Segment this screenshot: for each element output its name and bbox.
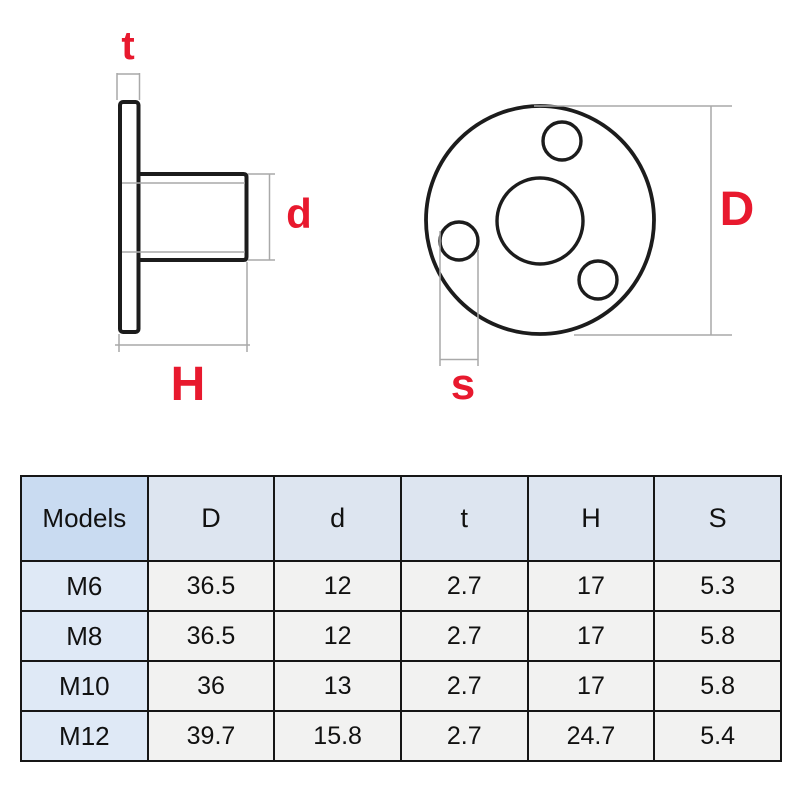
bolt-hole-left [438,220,480,262]
model-cell: M8 [20,610,149,662]
value-cell: 5.8 [653,610,782,662]
technical-drawing: t d H D s [115,24,755,411]
thread-lines [122,182,245,253]
dim-label-d: d [286,190,312,237]
center-bore-circle [495,176,585,266]
value-cell: 17 [526,660,656,712]
dim-label-t: t [121,24,135,68]
bolt-hole-bottom-right [577,259,619,301]
flange-nut-drawing [115,73,732,366]
value-cell: 12 [273,610,402,662]
header-H: H [526,475,656,562]
flange-outer-circle [424,104,656,336]
value-cell: 17 [526,560,656,612]
header-row: Models D d t H S [20,475,782,562]
value-cell: 2.7 [399,560,529,612]
spec-table-body: M6 36.5 12 2.7 17 5.3 M8 36.5 12 2.7 17 … [20,560,782,762]
flange-plate [118,100,141,334]
value-cell: 12 [273,560,402,612]
bolt-hole-top [541,120,583,162]
value-cell: 15.8 [273,710,402,762]
d-dimension-lines [248,173,275,261]
value-cell: 13 [273,660,402,712]
value-cell: 17 [526,610,656,662]
s-dimension-lines [439,231,479,366]
front-view [424,104,732,366]
D-dimension-lines [534,105,732,336]
value-cell: 5.4 [653,710,782,762]
model-cell: M10 [20,660,149,712]
table-row-m8: M8 36.5 12 2.7 17 5.8 [20,610,782,662]
value-cell: 2.7 [399,710,529,762]
t-dimension-lines [116,73,141,100]
h-dimension-lines [115,262,250,352]
value-cell: 36.5 [146,560,276,612]
spec-table-header: Models D d t H S [20,475,782,562]
value-cell: 24.7 [526,710,656,762]
spec-table: Models D d t H S M6 36.5 12 2.7 17 5.3 M… [20,475,782,762]
value-cell: 36 [146,660,276,712]
model-cell: M6 [20,560,149,612]
header-D: D [146,475,276,562]
header-d: d [273,475,402,562]
value-cell: 5.8 [653,660,782,712]
model-cell: M12 [20,710,149,762]
header-t: t [399,475,529,562]
value-cell: 2.7 [399,610,529,662]
dim-label-s: s [450,360,476,409]
dim-label-D: D [719,183,755,236]
header-models: Models [20,475,149,562]
value-cell: 39.7 [146,710,276,762]
side-view [115,73,275,352]
value-cell: 5.3 [653,560,782,612]
boss-outline [137,172,249,262]
dim-label-H: H [170,358,206,411]
table-row-m12: M12 39.7 15.8 2.7 24.7 5.4 [20,710,782,762]
table-row-m10: M10 36 13 2.7 17 5.8 [20,660,782,712]
header-S: S [653,475,782,562]
value-cell: 2.7 [399,660,529,712]
table-row-m6: M6 36.5 12 2.7 17 5.3 [20,560,782,612]
value-cell: 36.5 [146,610,276,662]
